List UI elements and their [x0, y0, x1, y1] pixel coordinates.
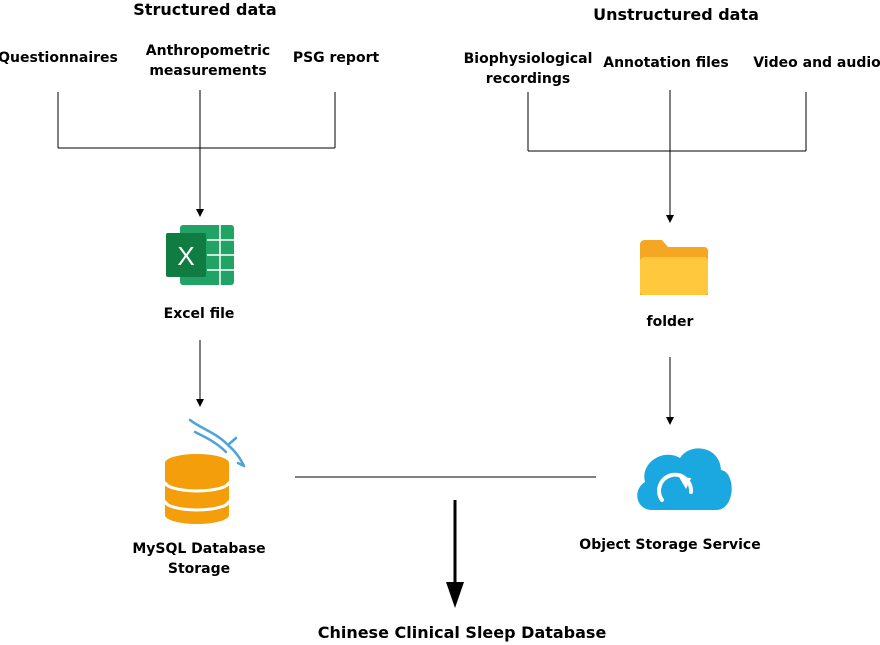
source-questionnaires: Questionnaires: [0, 48, 118, 68]
source-psg-report: PSG report: [293, 48, 379, 68]
folder-icon: [640, 240, 708, 295]
svg-text:X: X: [177, 241, 194, 271]
cloud-upload-icon: [637, 448, 732, 510]
source-label-line: Biophysiological: [463, 51, 593, 67]
final-database-label: Chinese Clinical Sleep Database: [317, 623, 607, 642]
structured-bracket: [57, 90, 336, 149]
arrow-to-final-database: [446, 500, 464, 608]
source-label-line: recordings: [485, 71, 571, 87]
source-video-audio: Video and audio: [753, 53, 880, 73]
structured-data-heading: Structured data: [133, 0, 277, 19]
source-biophysiological: Biophysiological recordings: [464, 49, 593, 89]
source-label-line: Questionnaires: [0, 50, 118, 66]
source-annotation-files: Annotation files: [603, 53, 728, 73]
source-label-line: PSG report: [292, 50, 380, 66]
source-label-line: Video and audio: [753, 55, 880, 71]
object-storage-label: Object Storage Service: [579, 537, 761, 553]
mysql-storage-label: MySQL Database Storage: [132, 539, 265, 579]
folder-label: folder: [646, 314, 694, 330]
source-anthropometric: Anthropometric measurements: [146, 41, 270, 81]
mysql-label-line: Storage: [167, 561, 231, 577]
mysql-dolphin-icon: [188, 418, 246, 468]
mysql-label-line: MySQL Database: [132, 541, 266, 557]
unstructured-data-heading: Unstructured data: [593, 5, 759, 24]
unstructured-bracket: [527, 90, 807, 152]
database-icon: [163, 454, 231, 524]
source-label-line: measurements: [149, 63, 267, 79]
excel-file-label: Excel file: [163, 306, 235, 322]
source-label-line: Annotation files: [603, 55, 729, 71]
excel-icon: X: [166, 225, 234, 285]
source-label-line: Anthropometric: [145, 43, 271, 59]
